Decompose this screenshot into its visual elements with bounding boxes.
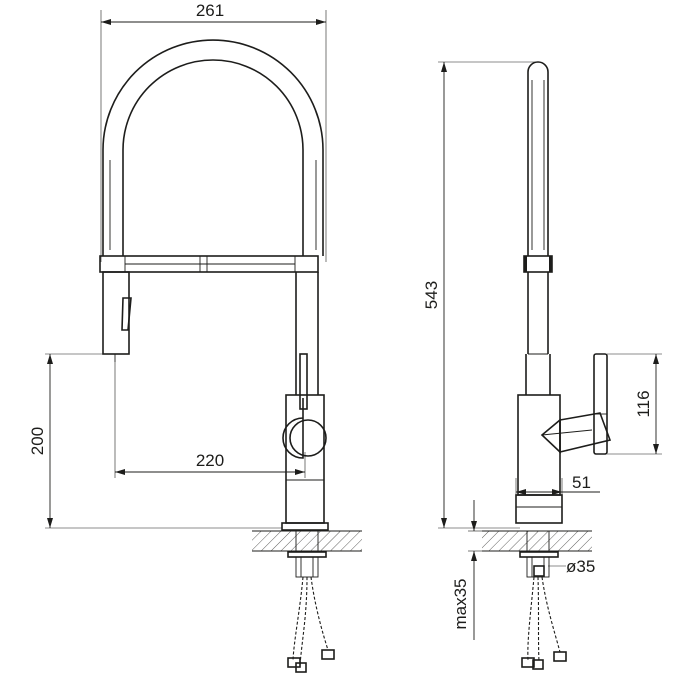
max-deck-thickness-label: max35 xyxy=(451,578,470,629)
hole-diameter-label: ø35 xyxy=(566,557,595,576)
mounting-kit xyxy=(287,530,335,673)
spout-reach-label: 220 xyxy=(196,451,224,470)
arched-spout xyxy=(102,39,324,256)
overall-height-label: 543 xyxy=(422,281,441,309)
side-mounting-kit xyxy=(519,551,567,670)
dimension-overall-height: 543 xyxy=(422,61,540,529)
dimension-lever-height: 116 xyxy=(607,353,662,455)
side-body xyxy=(515,394,563,524)
dimension-spout-reach: 220 xyxy=(114,362,306,478)
side-spout-tube xyxy=(523,61,553,395)
base-diameter-label: 51 xyxy=(572,473,591,492)
lever-height-label: 116 xyxy=(634,390,653,417)
dimension-max-deck-thickness: max35 xyxy=(451,500,482,640)
spray-head xyxy=(102,271,132,362)
faucet-body xyxy=(281,272,329,531)
dimension-base-diameter: 51 xyxy=(515,473,600,495)
spout-holder-bar xyxy=(99,255,319,273)
counter-deck xyxy=(252,530,362,552)
overall-width-label: 261 xyxy=(196,1,224,20)
spout-height-label: 200 xyxy=(28,427,47,455)
side-lever xyxy=(540,353,612,455)
dimension-hole-diameter: ø35 xyxy=(548,557,595,576)
front-view: 261 xyxy=(28,1,362,673)
dimension-overall-width: 261 xyxy=(100,1,327,262)
lever-handle xyxy=(282,353,327,459)
dimension-spout-height: 200 xyxy=(28,353,282,529)
side-counter-deck xyxy=(482,530,592,552)
side-view: 543 xyxy=(422,61,662,670)
